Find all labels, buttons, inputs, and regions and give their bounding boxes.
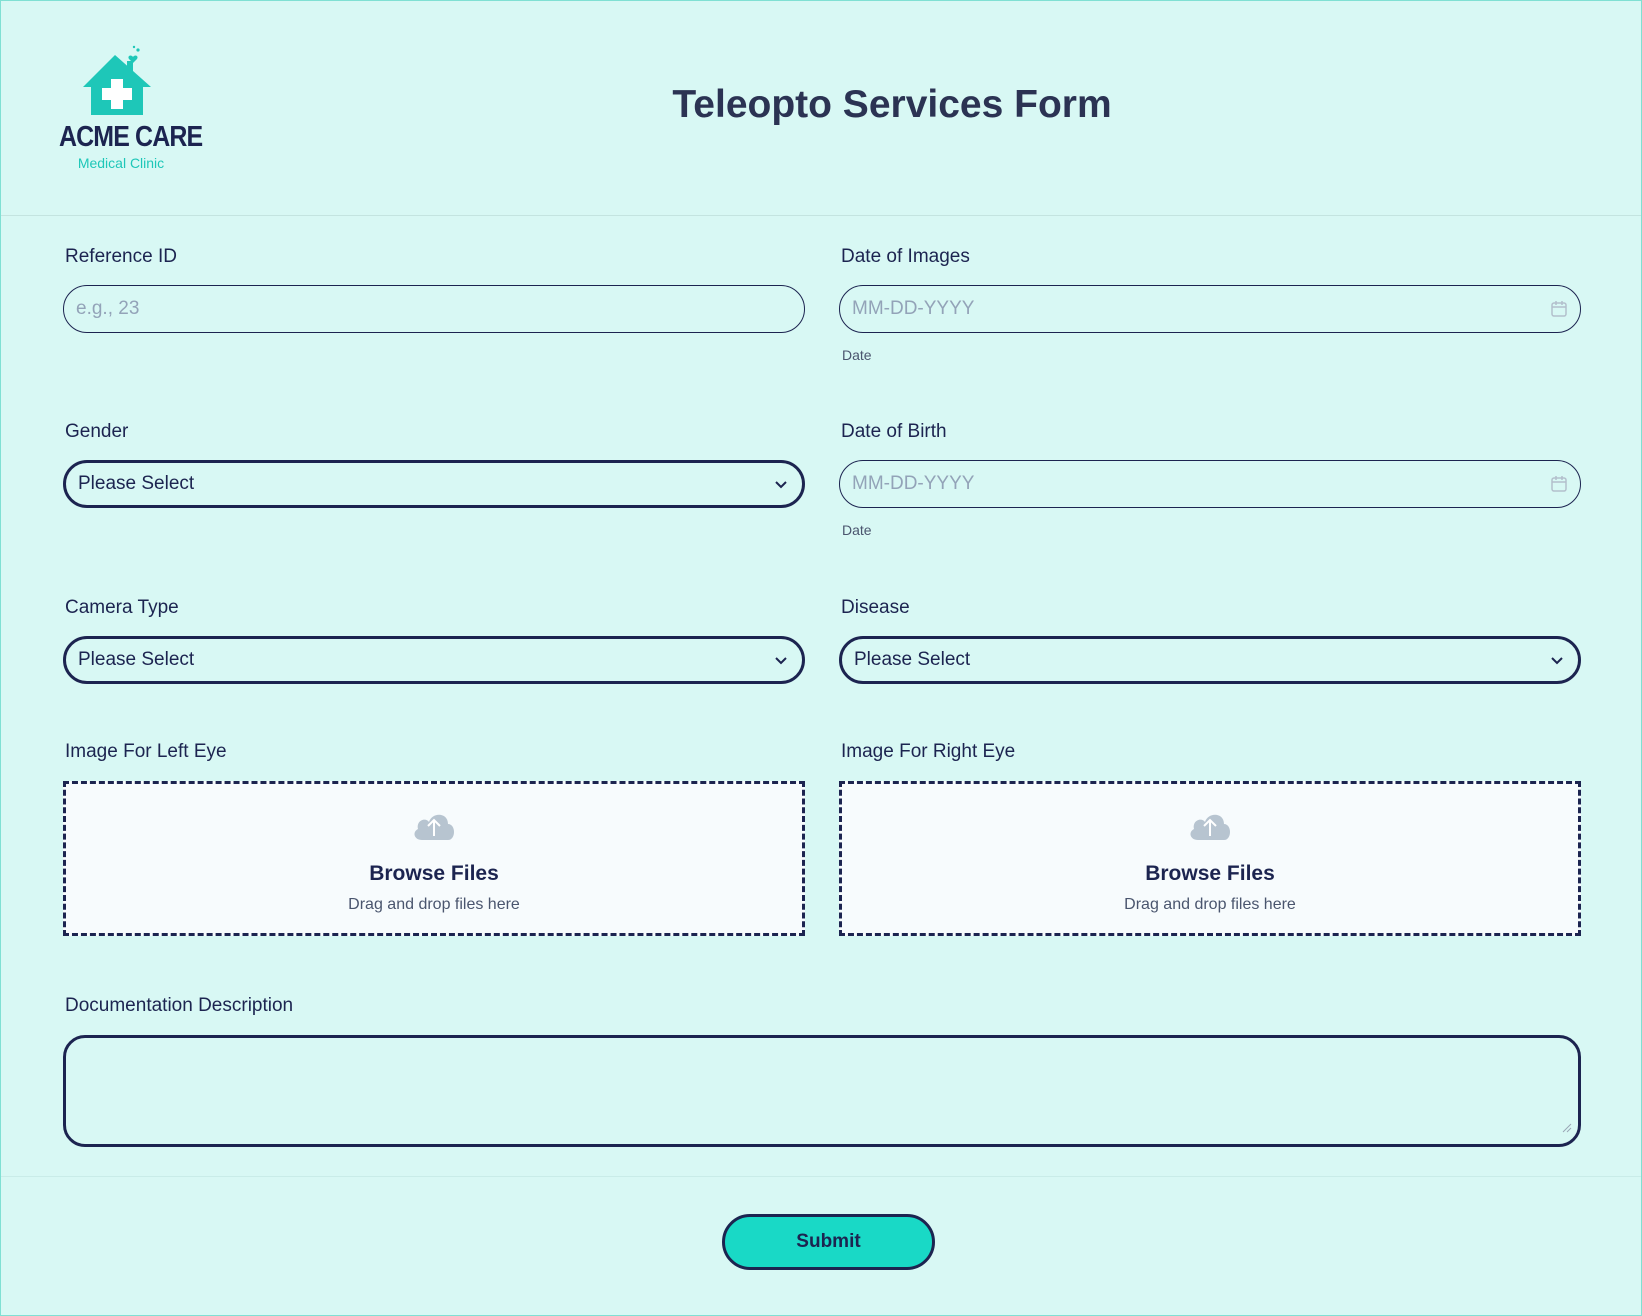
house-medical-icon (83, 45, 151, 115)
reference-id-label: Reference ID (65, 246, 177, 267)
disease-select[interactable]: Please Select (839, 636, 1581, 684)
gender-select-value: Please Select (78, 473, 195, 494)
documentation-description-label: Documentation Description (65, 995, 294, 1016)
calendar-icon[interactable] (1550, 475, 1568, 498)
submit-button[interactable]: Submit (722, 1214, 935, 1270)
page-title: Teleopto Services Form (672, 83, 1112, 126)
cloud-upload-icon (1186, 808, 1234, 847)
footer-divider (1, 1176, 1641, 1177)
camera-type-select-value: Please Select (78, 649, 195, 670)
date-of-images-label: Date of Images (841, 246, 970, 267)
date-of-images-input[interactable]: MM-DD-YYYY (839, 285, 1581, 333)
drag-drop-hint: Drag and drop files here (348, 896, 520, 913)
date-placeholder: MM-DD-YYYY (852, 473, 975, 494)
gender-select[interactable]: Please Select (63, 460, 805, 508)
date-of-birth-input[interactable]: MM-DD-YYYY (839, 460, 1581, 508)
date-of-images-sublabel: Date (842, 347, 872, 363)
chevron-down-icon (772, 475, 790, 498)
date-placeholder: MM-DD-YYYY (852, 298, 975, 319)
browse-files-button[interactable]: Browse Files (1145, 862, 1275, 885)
camera-type-select[interactable]: Please Select (63, 636, 805, 684)
camera-type-label: Camera Type (65, 597, 179, 618)
form-header: ACME CARE Medical Clinic Teleopto Servic… (1, 1, 1641, 216)
logo-subtitle: Medical Clinic (77, 155, 165, 171)
date-of-birth-sublabel: Date (842, 522, 872, 538)
left-eye-upload-dropzone[interactable]: Browse Files Drag and drop files here (63, 781, 805, 936)
right-eye-upload-dropzone[interactable]: Browse Files Drag and drop files here (839, 781, 1581, 936)
gender-label: Gender (65, 421, 129, 442)
image-right-eye-label: Image For Right Eye (841, 741, 1016, 762)
reference-id-input[interactable] (63, 285, 805, 333)
chevron-down-icon (1548, 651, 1566, 674)
drag-drop-hint: Drag and drop files here (1124, 896, 1296, 913)
browse-files-button[interactable]: Browse Files (369, 862, 499, 885)
clinic-logo: ACME CARE Medical Clinic (59, 45, 203, 175)
date-of-birth-label: Date of Birth (841, 421, 947, 442)
calendar-icon[interactable] (1550, 300, 1568, 323)
disease-label: Disease (841, 597, 910, 618)
chevron-down-icon (772, 651, 790, 674)
cloud-upload-icon (410, 808, 458, 847)
image-left-eye-label: Image For Left Eye (65, 741, 227, 762)
disease-select-value: Please Select (854, 649, 971, 670)
documentation-description-textarea[interactable] (63, 1035, 1581, 1147)
resize-handle-icon[interactable] (1562, 1120, 1572, 1138)
